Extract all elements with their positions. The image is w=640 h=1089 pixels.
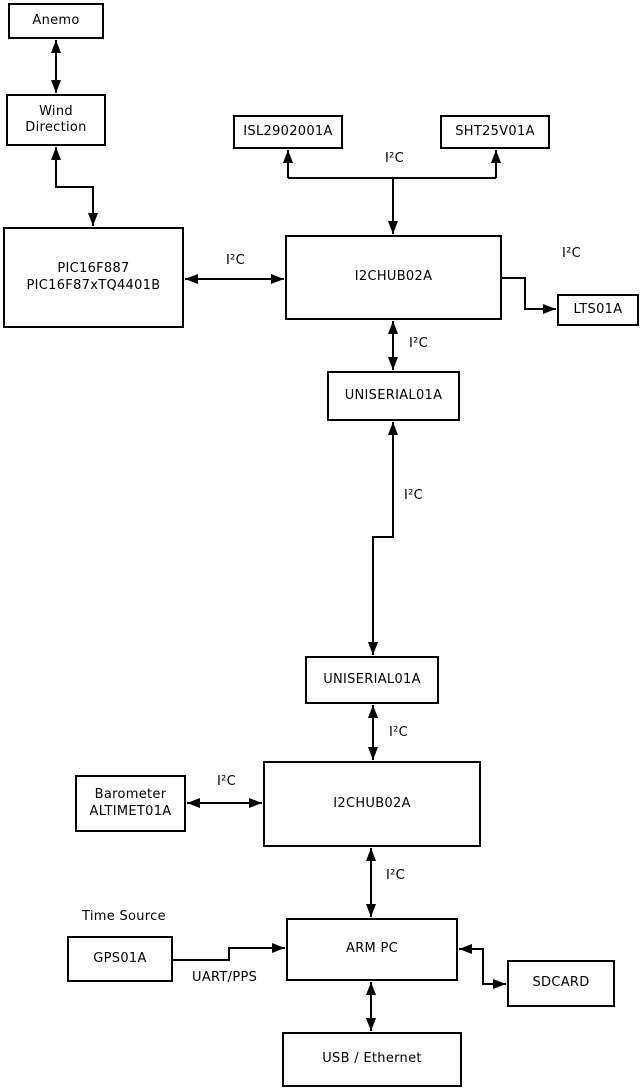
connector-uniserial-uniserial	[368, 422, 398, 655]
node-usb-ethernet: USB / Ethernet	[282, 1032, 462, 1087]
node-isl2902001a: ISL2902001A	[233, 115, 343, 149]
i2c-label-barometer-hub2: I²C	[217, 774, 237, 789]
connector-armpc-sdcard	[459, 944, 506, 989]
node-usb-ethernet-label: USB / Ethernet	[322, 1051, 422, 1067]
node-anemo-label: Anemo	[32, 12, 80, 28]
node-lts01a: LTS01A	[557, 294, 639, 326]
node-arm-pc-label: ARM PC	[346, 941, 398, 957]
node-barometer-altimet01a-label: Barometer ALTIMET01A	[89, 787, 172, 819]
node-anemo: Anemo	[8, 3, 104, 39]
node-pic16f887-label: PIC16F887 PIC16F87xTQ4401B	[26, 261, 161, 293]
node-sdcard-label: SDCARD	[532, 975, 590, 991]
i2c-label-hub2-armpc: I²C	[386, 868, 406, 883]
uart-pps-label: UART/PPS	[192, 970, 258, 985]
node-barometer-altimet01a: Barometer ALTIMET01A	[75, 775, 186, 832]
node-i2chub02a-bottom: I2CHUB02A	[263, 761, 481, 847]
node-arm-pc: ARM PC	[286, 918, 458, 981]
time-source-label: Time Source	[82, 909, 166, 924]
node-gps01a-label: GPS01A	[93, 950, 147, 966]
node-sht25v01a: SHT25V01A	[440, 115, 550, 149]
node-lts01a-label: LTS01A	[573, 301, 623, 317]
node-pic16f887: PIC16F887 PIC16F87xTQ4401B	[3, 227, 184, 328]
i2c-label-pic-hub: I²C	[226, 253, 246, 268]
i2c-label-uniserial-hub2: I²C	[389, 725, 409, 740]
node-uniserial01a-bottom-label: UNISERIAL01A	[323, 671, 421, 687]
i2c-label-hub-lts: I²C	[562, 246, 582, 261]
node-i2chub02a-bottom-label: I2CHUB02A	[333, 795, 411, 811]
node-wind-direction: Wind Direction	[6, 94, 106, 146]
i2c-label-topbus: I²C	[385, 151, 405, 166]
node-sht25v01a-label: SHT25V01A	[455, 123, 535, 139]
i2c-label-hub-uniserial: I²C	[409, 336, 429, 351]
node-sdcard: SDCARD	[507, 960, 615, 1007]
node-uniserial01a-bottom: UNISERIAL01A	[305, 656, 439, 704]
node-uniserial01a-top-label: UNISERIAL01A	[344, 387, 443, 403]
connector-winddirection-pic	[51, 147, 98, 226]
node-i2chub02a-top-label: I2CHUB02A	[354, 269, 433, 285]
node-i2chub02a-top: I2CHUB02A	[285, 235, 502, 320]
node-uniserial01a-top: UNISERIAL01A	[327, 371, 460, 421]
connector-gps-armpc	[173, 943, 285, 961]
node-wind-direction-label: Wind Direction	[25, 103, 87, 135]
node-gps01a: GPS01A	[67, 936, 173, 982]
node-isl2902001a-label: ISL2902001A	[243, 123, 333, 139]
i2c-label-uniserial-uniserial: I²C	[404, 488, 424, 503]
